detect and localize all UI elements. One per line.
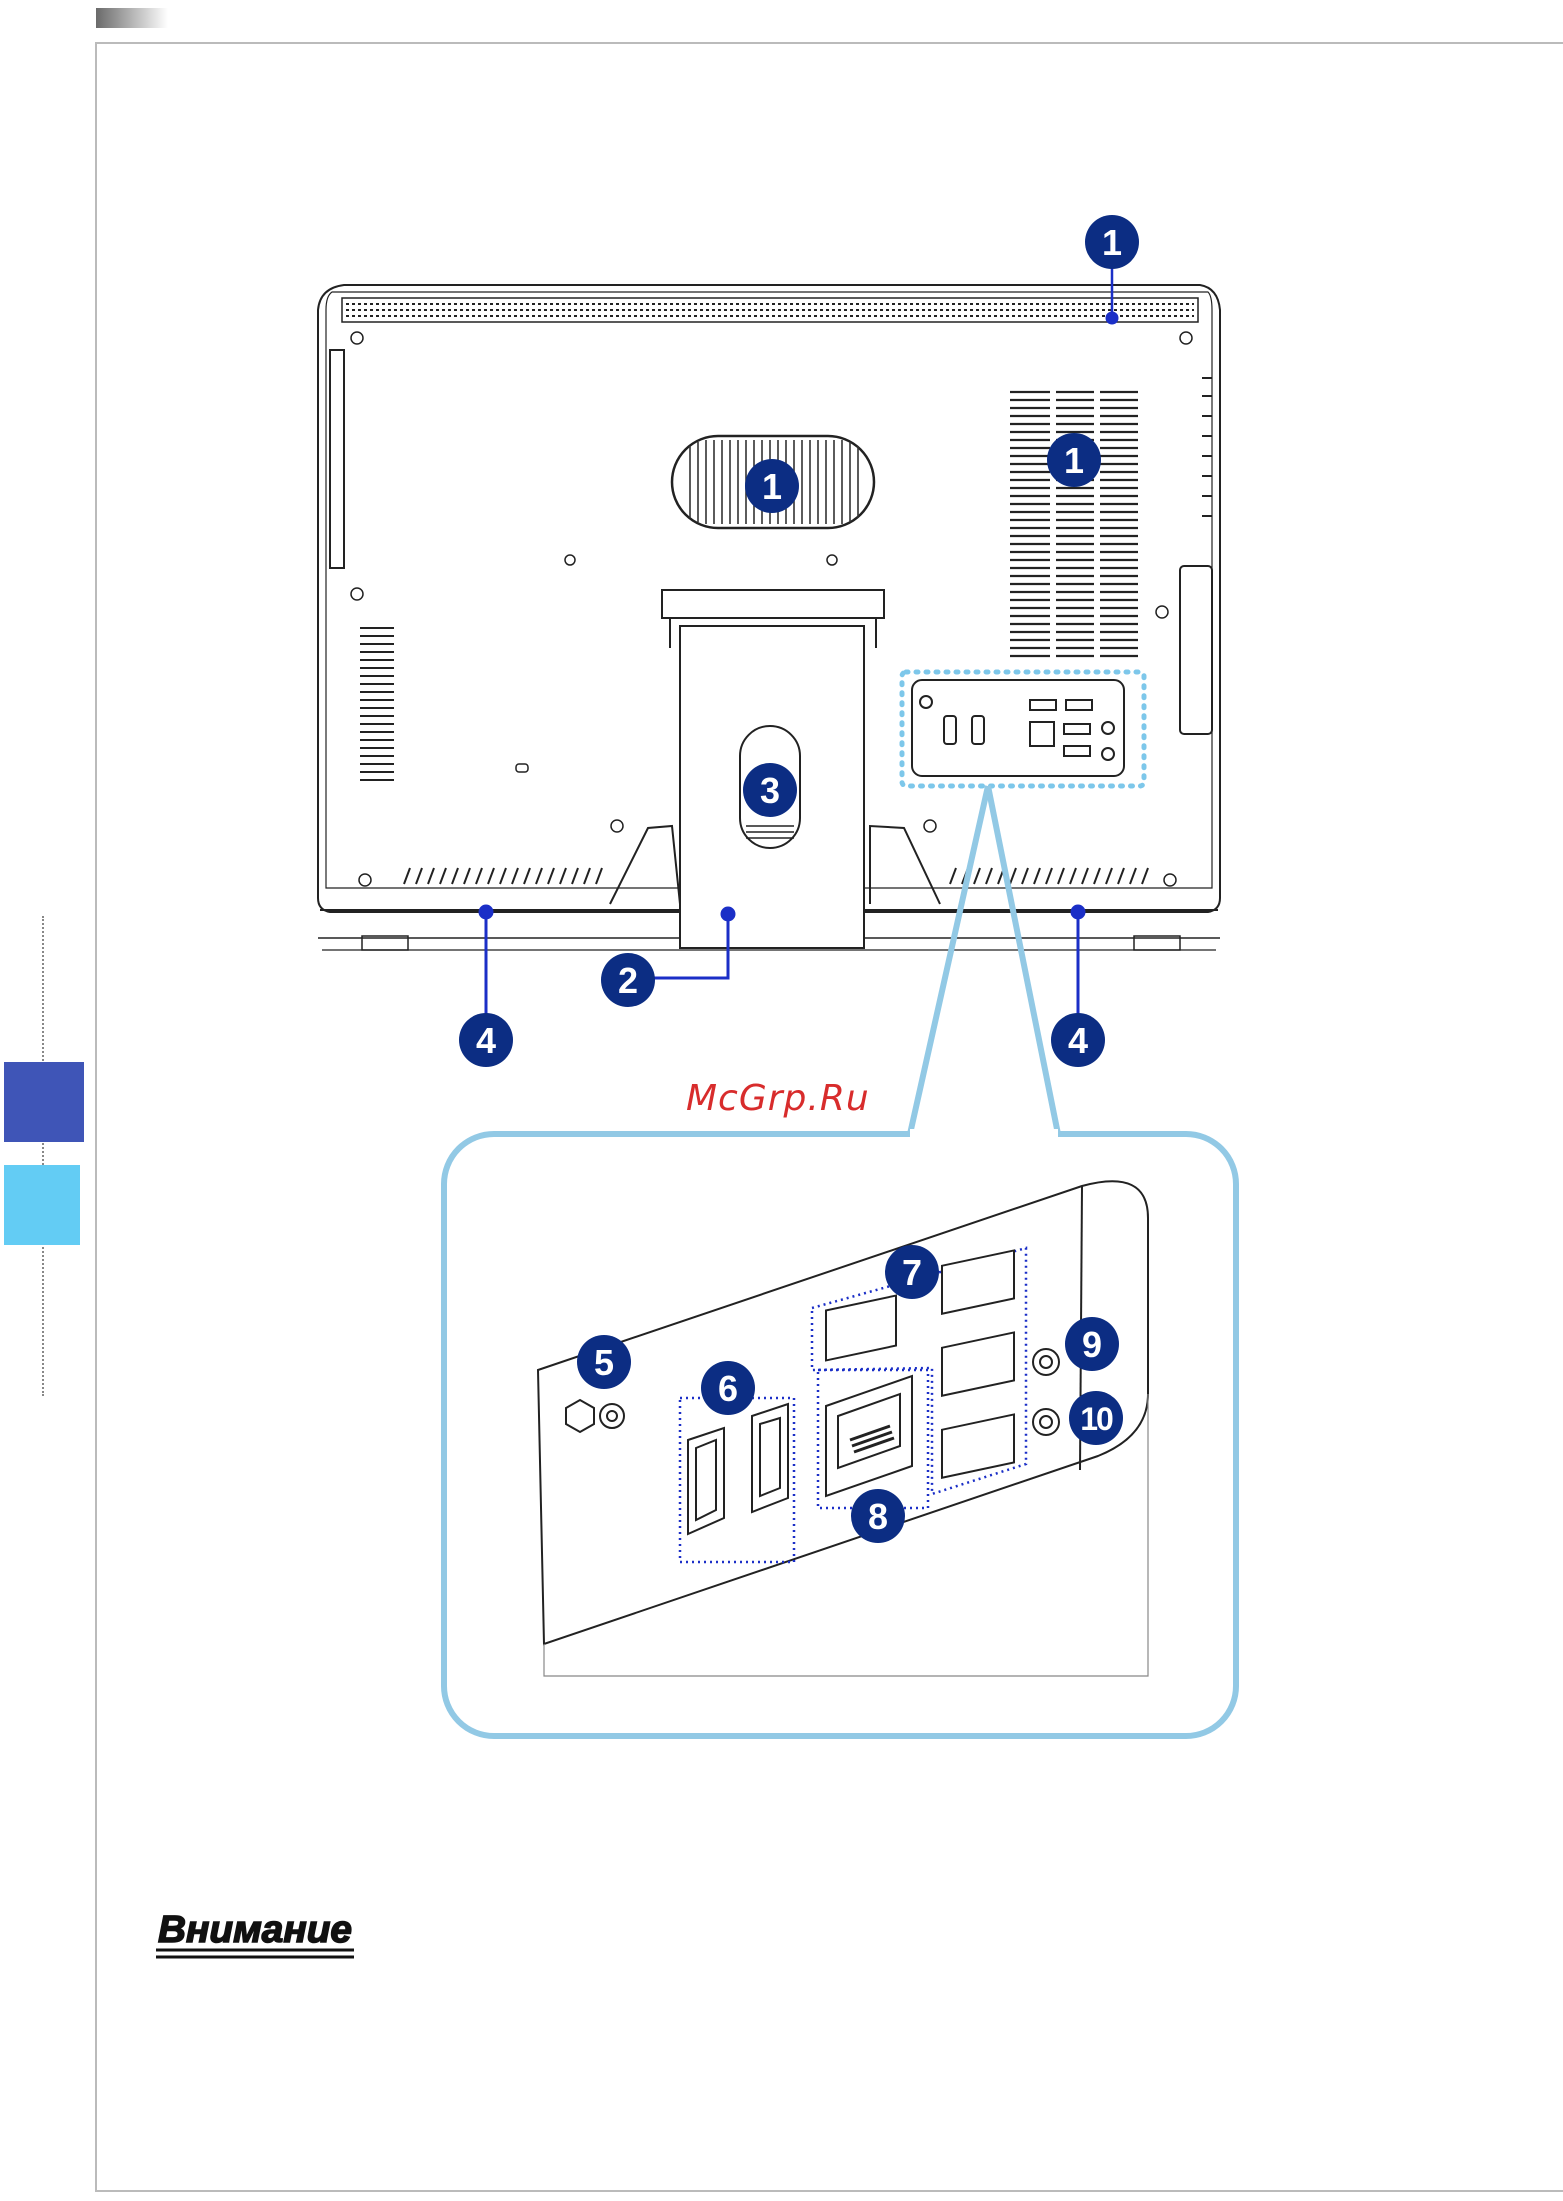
warning-heading: Внимание bbox=[156, 1906, 356, 1962]
callout-1-right-label: 1 bbox=[1064, 440, 1084, 481]
callout-7: 7 bbox=[885, 1245, 939, 1299]
watermark: McGrp.Ru bbox=[686, 1078, 870, 1119]
callout-7-label: 7 bbox=[902, 1252, 922, 1293]
callout-5: 5 bbox=[577, 1335, 631, 1389]
callout-9-label: 9 bbox=[1082, 1324, 1102, 1365]
callout-1-top-label: 1 bbox=[1102, 222, 1122, 263]
kensington-slot bbox=[516, 764, 528, 772]
callout-3: 3 bbox=[743, 763, 797, 817]
callout-1-top: 1 bbox=[1085, 215, 1139, 269]
callout-4-left: 4 bbox=[459, 1013, 513, 1067]
side-slot-left bbox=[330, 350, 344, 568]
warning-heading-text: Внимание bbox=[158, 1909, 352, 1951]
top-vent-strip bbox=[342, 298, 1198, 322]
callout-8: 8 bbox=[851, 1489, 905, 1543]
callout-5-label: 5 bbox=[594, 1342, 614, 1383]
callout-8-label: 8 bbox=[868, 1496, 888, 1537]
callout-2: 2 bbox=[601, 953, 655, 1007]
callout-9: 9 bbox=[1065, 1317, 1119, 1371]
callout-1-right: 1 bbox=[1047, 433, 1101, 487]
callout-4-left-label: 4 bbox=[476, 1020, 496, 1061]
callout-4-right-label: 4 bbox=[1068, 1020, 1088, 1061]
callout-10-label: 10 bbox=[1080, 1401, 1113, 1437]
callout-3-label: 3 bbox=[760, 770, 780, 811]
callout-6-label: 6 bbox=[718, 1368, 738, 1409]
callout-1-center-label: 1 bbox=[762, 466, 782, 507]
callout-4-right: 4 bbox=[1051, 1013, 1105, 1067]
callout-1-center: 1 bbox=[745, 459, 799, 513]
callout-10: 10 bbox=[1069, 1391, 1123, 1445]
callout-6: 6 bbox=[701, 1361, 755, 1415]
rear-io-panel bbox=[912, 680, 1124, 776]
callout-2-label: 2 bbox=[618, 960, 638, 1001]
